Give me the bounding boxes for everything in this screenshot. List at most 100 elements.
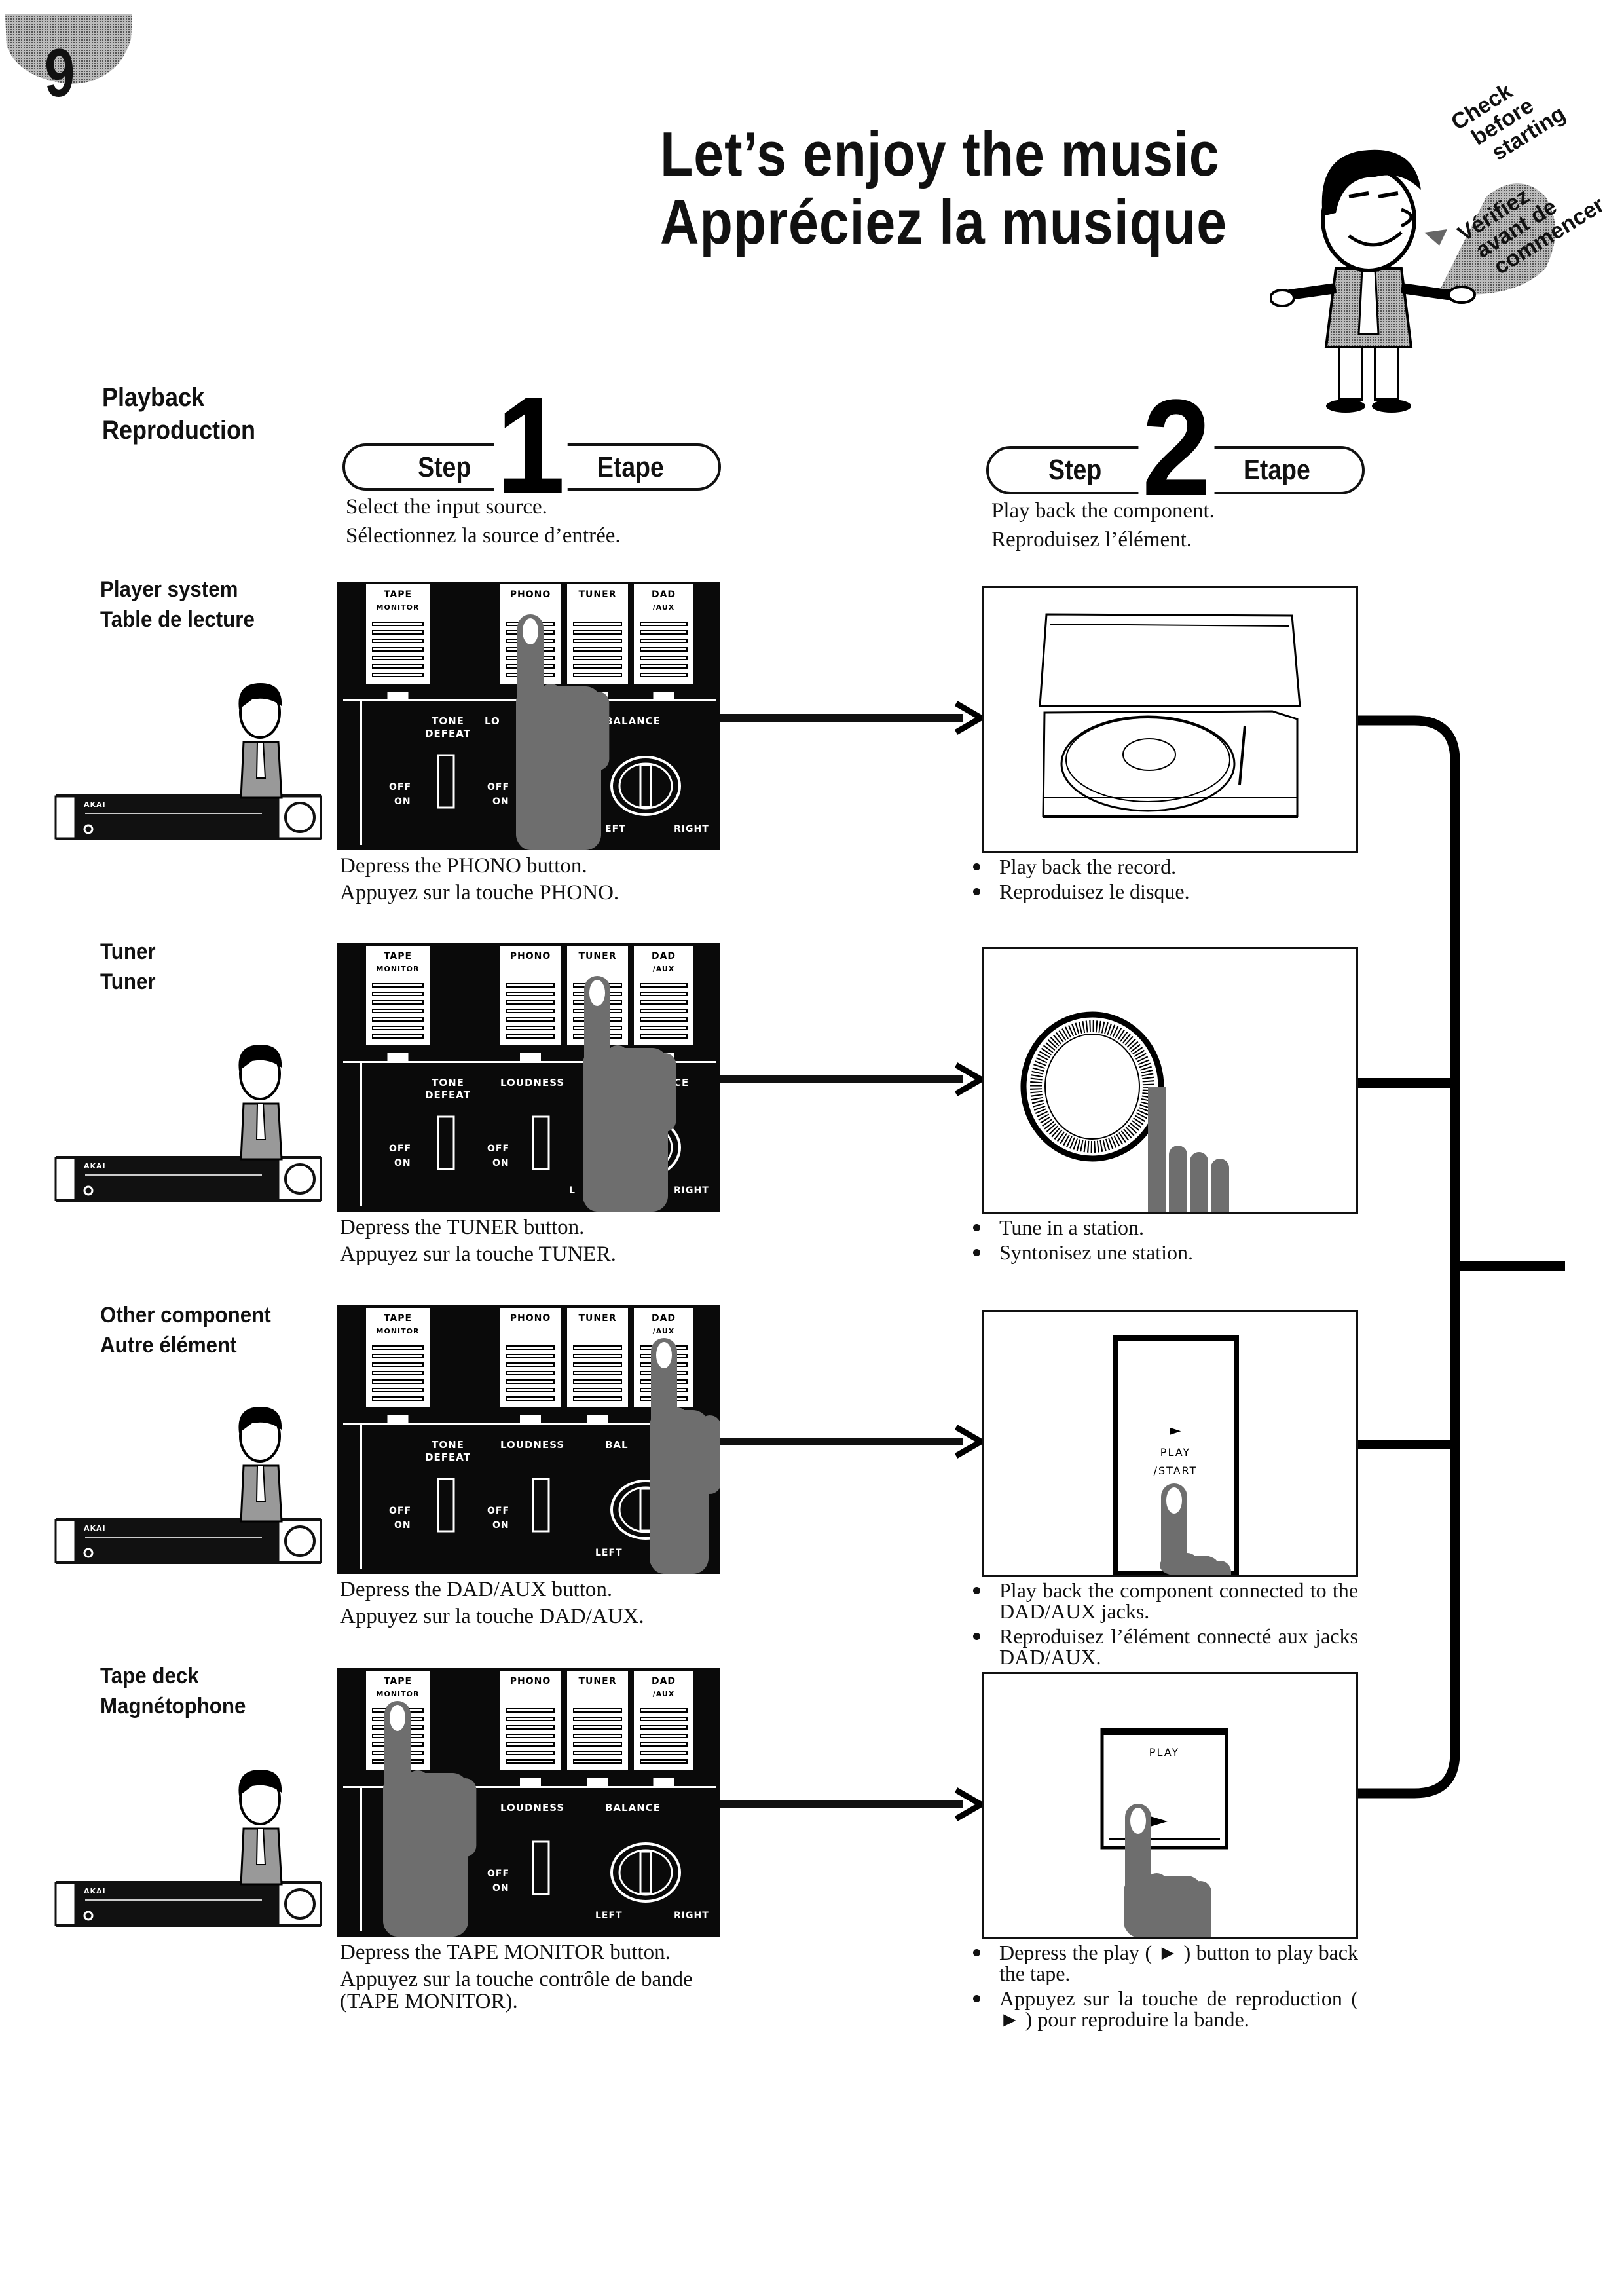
panel-edge xyxy=(360,701,362,845)
balance-label: BALANCE xyxy=(605,1802,661,1814)
button-label: MONITOR xyxy=(377,1690,420,1698)
button-indicator xyxy=(653,692,674,699)
row-label-en: Tuner xyxy=(100,939,156,964)
row-label-en: Tape deck xyxy=(100,1664,199,1688)
pointing-hand-icon xyxy=(1160,1483,1231,1575)
row-label-fr: Magnétophone xyxy=(100,1694,246,1719)
bullet-item: Play back the record. xyxy=(972,856,1358,877)
button-label: TUNER xyxy=(579,589,617,600)
play-start-button-illustration: ►PLAY/START xyxy=(1113,1335,1239,1575)
button-stripe xyxy=(506,1759,555,1764)
caption-en: Depress the PHONO button. xyxy=(340,854,587,878)
receiver-logo: AKAI xyxy=(84,1524,106,1533)
input-selector-button: PHONO xyxy=(500,946,561,1061)
defeat-label: DEFEAT xyxy=(425,728,471,739)
receiver-end xyxy=(54,1157,77,1201)
fingernail xyxy=(390,1705,405,1731)
button-stripe xyxy=(506,1000,555,1005)
button-stripe xyxy=(640,992,688,996)
volume-knob-icon xyxy=(284,1888,316,1920)
dial-center xyxy=(1044,1034,1140,1140)
input-selector-button: DAD/AUX xyxy=(634,946,693,1061)
receiver-logo: AKAI xyxy=(84,1162,106,1170)
button-stripe xyxy=(372,1354,424,1358)
button-label: TUNER xyxy=(579,951,617,961)
button-stripe xyxy=(640,1759,688,1764)
knuckle xyxy=(587,692,610,770)
on-label: ON xyxy=(492,796,509,807)
on-label: ON xyxy=(492,1520,509,1531)
receiver-mascot-illustration: AKAI xyxy=(54,1770,322,1927)
button-stripe xyxy=(640,664,688,669)
button-label: TAPE xyxy=(384,951,412,961)
button-stripe xyxy=(506,1017,555,1022)
button-stripe xyxy=(372,983,424,988)
arrow-head-icon xyxy=(955,1425,984,1459)
button-top-edge xyxy=(1102,1730,1227,1735)
knob-pointer xyxy=(639,764,652,808)
knuckle xyxy=(1167,1877,1190,1937)
button-stripe xyxy=(372,673,424,677)
mascot-tie xyxy=(255,1828,267,1865)
play-label: PLAY xyxy=(1160,1446,1190,1459)
button-indicator xyxy=(520,1053,541,1061)
dust-cover xyxy=(1039,613,1301,707)
bullet-list: Depress the play ( ► ) button to play ba… xyxy=(972,1942,1358,2034)
front-strip xyxy=(1043,797,1298,818)
flow-arrow-line xyxy=(720,1438,963,1445)
knuckle xyxy=(1209,1561,1231,1575)
button-stripe xyxy=(506,1742,555,1747)
on-label: ON xyxy=(394,796,411,807)
button-stripe xyxy=(573,1354,622,1358)
panel-edge xyxy=(360,1062,362,1206)
button-stripe xyxy=(640,622,688,626)
loudness-label: LOUDNESS xyxy=(500,1439,564,1451)
button-stripe xyxy=(372,647,424,652)
receiver-mascot-illustration: AKAI xyxy=(54,1407,322,1564)
right-label: RIGHT xyxy=(674,1911,709,1921)
left-label: EFT xyxy=(605,824,626,834)
button-stripe xyxy=(372,1362,424,1367)
caption-fr: Appuyez sur la touche TUNER. xyxy=(340,1242,616,1266)
button-stripe xyxy=(506,992,555,996)
step2-label-en: Step xyxy=(1048,454,1102,486)
on-label: ON xyxy=(394,1158,411,1168)
button-stripe xyxy=(640,647,688,652)
tone-switch xyxy=(437,1478,455,1533)
mascot-hair xyxy=(238,683,282,709)
step1-label-en: Step xyxy=(418,451,471,483)
mascot-illustration xyxy=(1270,149,1555,413)
button-label: DAD xyxy=(652,1676,676,1687)
input-selector-button: DAD/AUX xyxy=(634,584,693,699)
button-stripe xyxy=(506,1009,555,1013)
input-selector-button: DAD/AUX xyxy=(634,1671,693,1786)
button-stripe xyxy=(573,1742,622,1747)
title-fr: Appréciez la musique xyxy=(660,187,1227,257)
mascot-hair xyxy=(238,1407,282,1433)
button-indicator xyxy=(387,692,409,699)
step2-label-fr: Etape xyxy=(1243,454,1310,486)
button-stripe xyxy=(573,656,622,660)
button-stripe xyxy=(372,622,424,626)
button-label: TUNER xyxy=(579,1313,617,1324)
button-label: /AUX xyxy=(653,1327,675,1335)
receiver-body xyxy=(56,1518,321,1564)
button-label: PHONO xyxy=(510,1313,551,1324)
button-stripe xyxy=(640,639,688,643)
panel-edge xyxy=(360,1425,362,1569)
input-selector-button: TUNER xyxy=(567,1308,628,1423)
mascot-hair xyxy=(238,1045,282,1071)
button-stripe xyxy=(640,1009,688,1013)
fingernail xyxy=(656,1342,672,1368)
step2-number: 2 xyxy=(1138,379,1215,517)
bullet-item: Play back the component connected to the… xyxy=(972,1580,1358,1622)
step2-desc-en: Play back the component. xyxy=(991,499,1215,523)
button-stripe xyxy=(372,992,424,996)
row-label-fr: Table de lecture xyxy=(100,607,255,632)
button-stripe xyxy=(506,1751,555,1755)
button-stripe xyxy=(573,1362,622,1367)
balance-knob-icon xyxy=(610,756,681,816)
